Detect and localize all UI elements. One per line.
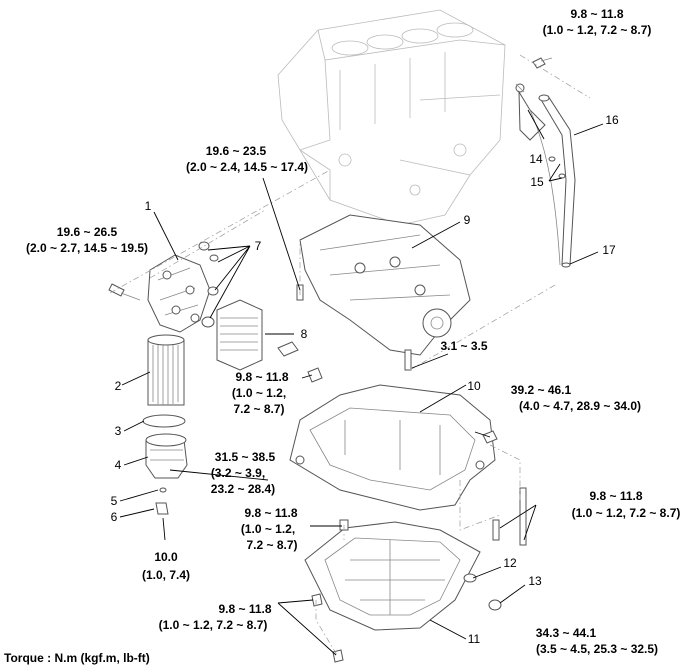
dipstick-assembly: [515, 57, 576, 268]
torque-cooler-line1: 9.8 ~ 11.8: [235, 370, 288, 384]
callout-17: 17: [602, 243, 616, 257]
oil-pan-bolts: [492, 487, 527, 546]
callout-12: 12: [503, 556, 517, 570]
torque-filter-cap-line1: 31.5 ~ 38.5: [215, 450, 276, 464]
callout-7: 7: [255, 239, 262, 253]
balance-shaft-module: [296, 214, 471, 371]
torque-cooler-line2: (1.0 ~ 1.2,: [232, 386, 286, 400]
torque-dipstick-bolt-line2: (1.0 ~ 1.2, 7.2 ~ 8.7): [543, 23, 652, 37]
torque-lower-pan-line2: (1.0 ~ 1.2, 7.2 ~ 8.7): [159, 618, 268, 632]
torque-upper-pan-line1: 39.2 ~ 46.1: [511, 383, 572, 397]
oil-filter-element: [142, 334, 188, 515]
callout-13: 13: [528, 574, 542, 588]
callout-15: 15: [530, 175, 544, 189]
callout-8: 8: [301, 327, 308, 341]
torque-dipstick-bolt-line1: 9.8 ~ 11.8: [570, 7, 623, 21]
torque-filter-cap-line2: (3.2 ~ 3.9,: [211, 466, 265, 480]
torque-pan-mid-line3: 7.2 ~ 8.7): [246, 538, 297, 552]
torque-filter-housing-line1: 19.6 ~ 26.5: [57, 225, 118, 239]
torque-pan-mid-line2: (1.0 ~ 1.2,: [241, 522, 295, 536]
lower-oil-pan: [304, 519, 502, 663]
oil-filter-housing: [108, 241, 219, 333]
oil-cooler: [216, 299, 323, 383]
torque-lower-pan-line1: 9.8 ~ 11.8: [218, 602, 271, 616]
torque-cooler-line3: 7.2 ~ 8.7): [233, 402, 284, 416]
torque-pan-mid-line1: 9.8 ~ 11.8: [244, 506, 297, 520]
torque-filter-cap-line3: 23.2 ~ 28.4): [211, 482, 275, 496]
callout-numbers: 1 2 3 4 5 6 7 8 9 10 11 12 13 14 15 16 1…: [111, 113, 619, 646]
callout-16: 16: [605, 113, 619, 127]
torque-filter-drain-line1: 10.0: [154, 550, 178, 564]
callout-6: 6: [111, 510, 118, 524]
torque-block-bolt-line2: (2.0 ~ 2.4, 14.5 ~ 17.4): [186, 160, 308, 174]
torque-unit-note: Torque : N.m (kgf.m, lb-ft): [4, 651, 150, 665]
torque-upper-pan-line2: (4.0 ~ 4.7, 28.9 ~ 34.0): [519, 399, 641, 413]
cylinder-block-illustration: [277, 9, 506, 226]
upper-oil-pan: [289, 384, 498, 511]
torque-filter-drain-line2: (1.0, 7.4): [142, 568, 190, 582]
torque-drain-plug-line1: 34.3 ~ 44.1: [536, 626, 597, 640]
callout-2: 2: [115, 379, 122, 393]
callout-9: 9: [464, 213, 471, 227]
alignment-lines: [109, 54, 591, 656]
callout-11: 11: [468, 632, 481, 646]
callout-14: 14: [529, 152, 543, 166]
torque-balance-shaft-line1: 3.1 ~ 3.5: [440, 339, 487, 353]
callout-4: 4: [115, 458, 122, 472]
torque-filter-housing-line2: (2.0 ~ 2.7, 14.5 ~ 19.5): [26, 241, 148, 255]
torque-specs: 9.8 ~ 11.8 (1.0 ~ 1.2, 7.2 ~ 8.7) 19.6 ~…: [26, 7, 680, 656]
callout-1: 1: [145, 199, 152, 213]
torque-block-bolt-line1: 19.6 ~ 23.5: [206, 144, 267, 158]
callout-10: 10: [467, 379, 481, 393]
leader-lines: [119, 109, 604, 656]
callout-3: 3: [115, 424, 122, 438]
torque-pan-right-line2: (1.0 ~ 1.2, 7.2 ~ 8.7): [572, 506, 681, 520]
callout-5: 5: [111, 494, 118, 508]
torque-pan-right-line1: 9.8 ~ 11.8: [589, 489, 642, 503]
torque-drain-plug-line2: (3.5 ~ 4.5, 25.3 ~ 32.5): [536, 642, 658, 656]
